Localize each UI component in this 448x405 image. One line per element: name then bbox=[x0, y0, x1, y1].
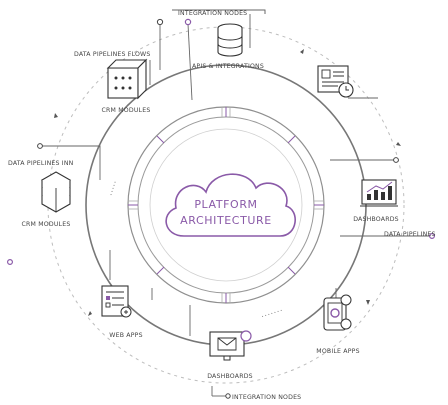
inner-core-ring bbox=[149, 128, 303, 282]
label-crm-modules-left: CRM MODULES bbox=[22, 221, 71, 228]
database-icon bbox=[217, 23, 243, 57]
label-integration-nodes-bottom: INTEGRATION NODES bbox=[232, 394, 301, 401]
label-data-pipelines-flows: DATA PIPELINES FLOWS bbox=[74, 51, 151, 58]
ring-label-bottom: • • • • • • • bbox=[261, 308, 283, 319]
server-cube-icon bbox=[106, 58, 148, 100]
mobile-phone-icon bbox=[323, 294, 352, 331]
flow-arrows bbox=[54, 49, 401, 316]
label-apis-integrations: APIS & INTEGRATIONS bbox=[192, 63, 264, 70]
label-dashboards-right: DASHBOARDS bbox=[353, 216, 399, 223]
ring-label-left: • • • • • bbox=[109, 181, 117, 197]
monitor-mail-icon bbox=[209, 330, 252, 361]
label-mobile-apps: MOBILE APPS bbox=[316, 348, 359, 355]
center-title-line2: ARCHITECTURE bbox=[180, 214, 272, 227]
cloud-icon bbox=[165, 173, 296, 237]
label-web-apps: WEB APPS bbox=[109, 332, 142, 339]
center-title-line1: PLATFORM bbox=[194, 198, 257, 211]
label-crm-modules-top: CRM MODULES bbox=[102, 107, 151, 114]
connector-lines bbox=[40, 9, 432, 397]
label-dashboards-bottom: DASHBOARDS bbox=[207, 373, 253, 380]
track-spoke-guides bbox=[128, 107, 324, 303]
bar-chart-icon bbox=[360, 179, 398, 207]
track-spokes bbox=[128, 107, 324, 303]
server-stack-icon bbox=[40, 171, 72, 213]
label-data-pipelines-right: DATA PIPELINES bbox=[384, 231, 436, 238]
label-data-pipelines-inn: DATA PIPELINES INN bbox=[8, 160, 74, 167]
connector-dots bbox=[6, 18, 436, 399]
outer-ring bbox=[47, 26, 405, 384]
web-form-icon bbox=[101, 285, 132, 318]
label-integration-nodes-top: INTEGRATION NODES bbox=[178, 10, 247, 17]
document-clock-icon bbox=[317, 65, 354, 98]
